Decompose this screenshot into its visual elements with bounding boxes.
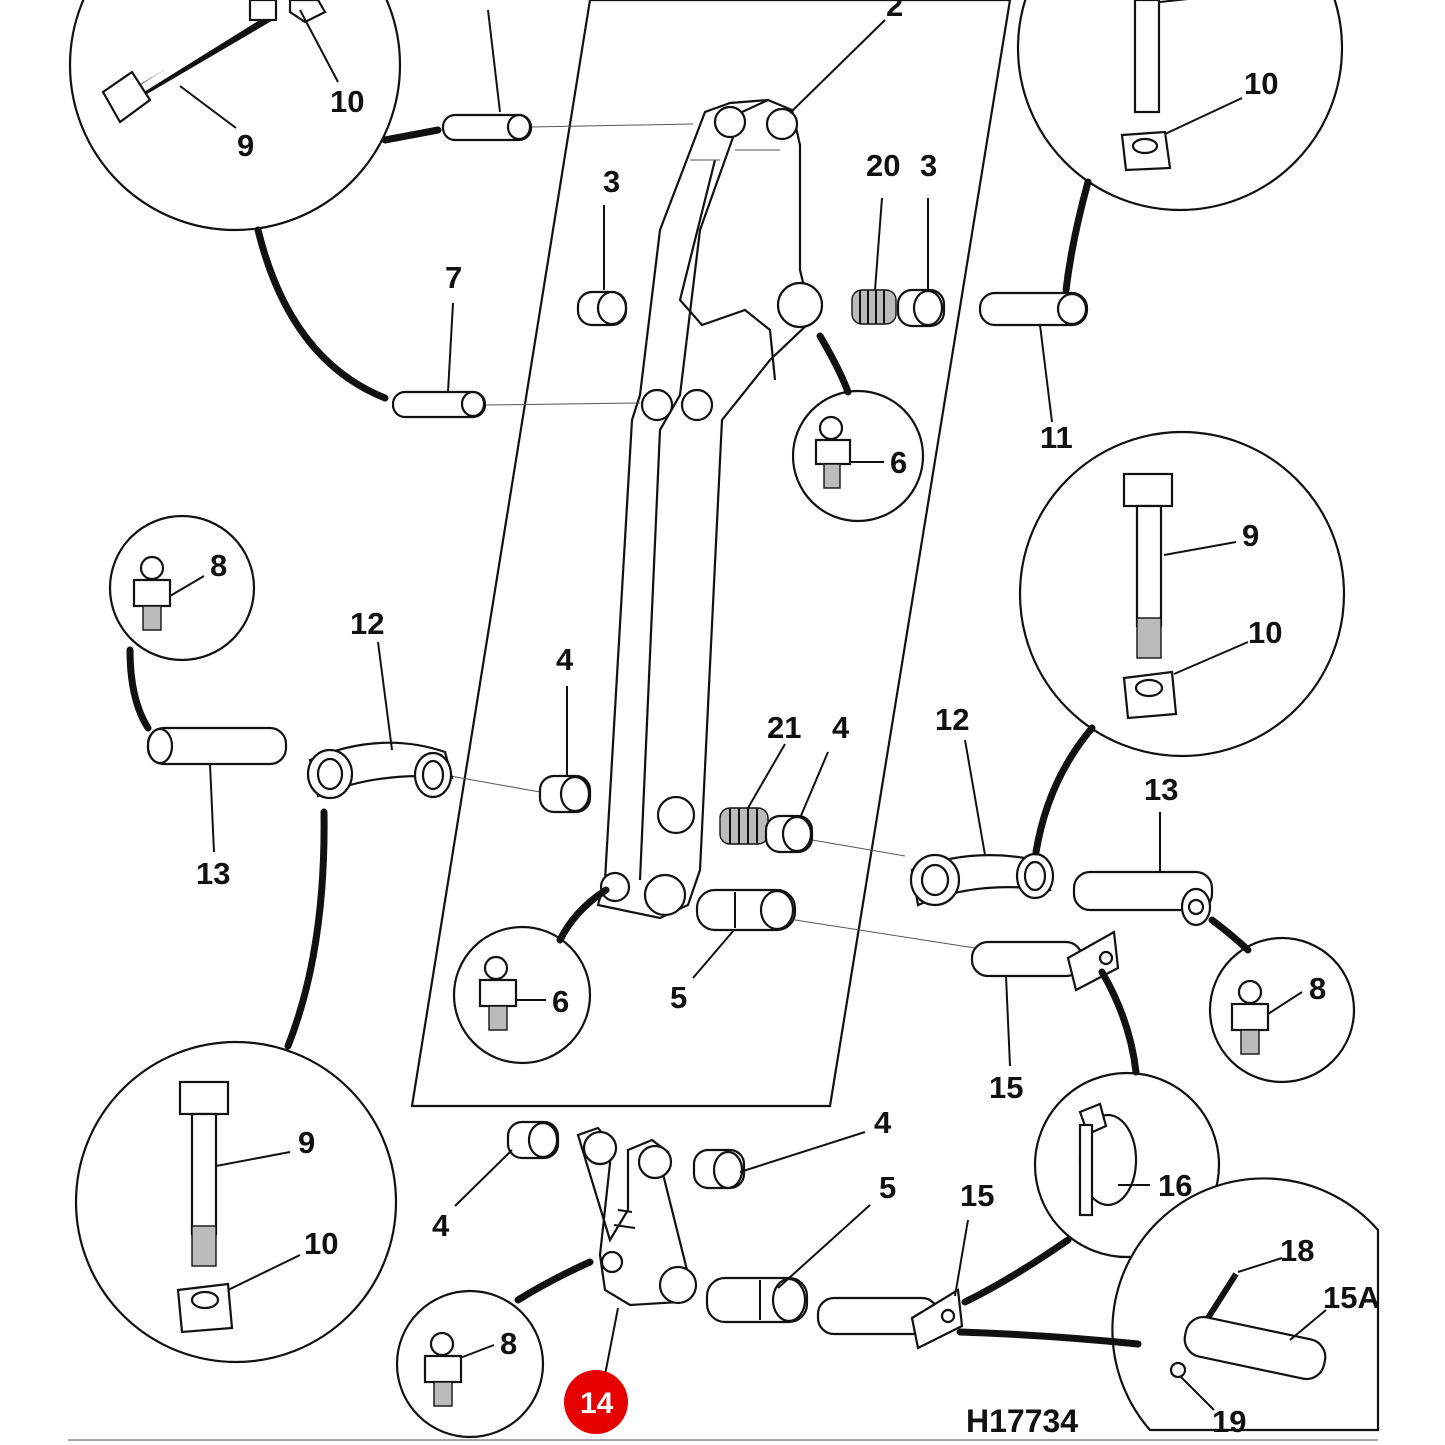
callout-4-right-of-spring: 4 [832,710,850,745]
callout-12-left: 12 [350,606,384,641]
callout-15a: 15A [1323,1280,1380,1315]
callout-7: 7 [445,260,462,295]
callout-9-middle-right: 9 [1242,518,1259,553]
callout-11: 11 [1040,420,1073,455]
callout-6-upper: 6 [890,445,907,480]
callout-12-right: 12 [935,702,969,737]
callout-10-top-right: 10 [1244,66,1278,101]
dipper-arm-part [596,98,824,920]
callout-15-upper: 15 [989,1070,1023,1105]
callout-10-middle-right: 10 [1248,615,1282,650]
detail-circle-bolt-top-right [1016,0,1344,212]
detail-links [126,126,1252,1348]
callout-21: 21 [767,710,801,745]
callout-labels: 10 9 2 10 3 20 3 7 6 11 9 8 12 4 10 21 4… [196,0,1380,1439]
callout-5-upper: 5 [670,980,687,1015]
link-brackets [306,741,1055,907]
callout-3-right: 3 [920,148,937,183]
detail-circle-bolt-middle-right [1018,430,1346,758]
callout-8-bottom: 8 [500,1326,517,1361]
highlight-marker-14 [564,1370,628,1434]
detail-circle-fitting-6-upper [791,389,925,523]
callout-15-lower: 15 [960,1178,994,1213]
callout-6-lower: 6 [552,984,569,1019]
main-assembly-panel [410,0,1012,1108]
callout-13-right: 13 [1144,772,1178,807]
detail-circle-fitting-8-bottom [395,1289,545,1439]
callout-9-bottom-left: 9 [298,1125,315,1160]
link-part-14 [576,1126,698,1307]
callout-3-left: 3 [603,164,620,199]
detail-circle-fitting-8-right [1208,936,1356,1084]
callout-20: 20 [866,148,900,183]
callout-4-lower-right: 4 [874,1105,892,1140]
leader-lines [169,0,1327,1411]
callout-9-top-left: 9 [237,128,254,163]
callout-19: 19 [1212,1404,1246,1439]
callout-10-top-left: 10 [330,84,364,119]
detail-circle-bolt-bottom-left [74,1040,398,1364]
callout-14-highlighted: 14 [580,1387,614,1420]
detail-circle-fitting-6-lower [452,925,592,1065]
callout-18: 18 [1280,1233,1314,1268]
callout-8-right: 8 [1309,971,1326,1006]
drawing-reference-code: H17734 [966,1403,1078,1439]
callout-4-upper: 4 [556,642,574,677]
callout-13-left: 13 [196,856,230,891]
callout-2: 2 [886,0,903,23]
detail-circle-pin-15a [1111,1177,1380,1432]
detail-circle-bolt-top-left [68,0,402,232]
pins-and-bushings [146,113,1214,1350]
callout-8-left: 8 [210,548,227,583]
callout-5-lower: 5 [879,1170,896,1205]
callout-16: 16 [1158,1168,1192,1203]
callout-10-bottom-left: 10 [304,1226,338,1261]
connector-lines [449,123,976,949]
callout-4-lower-left: 4 [432,1208,450,1243]
